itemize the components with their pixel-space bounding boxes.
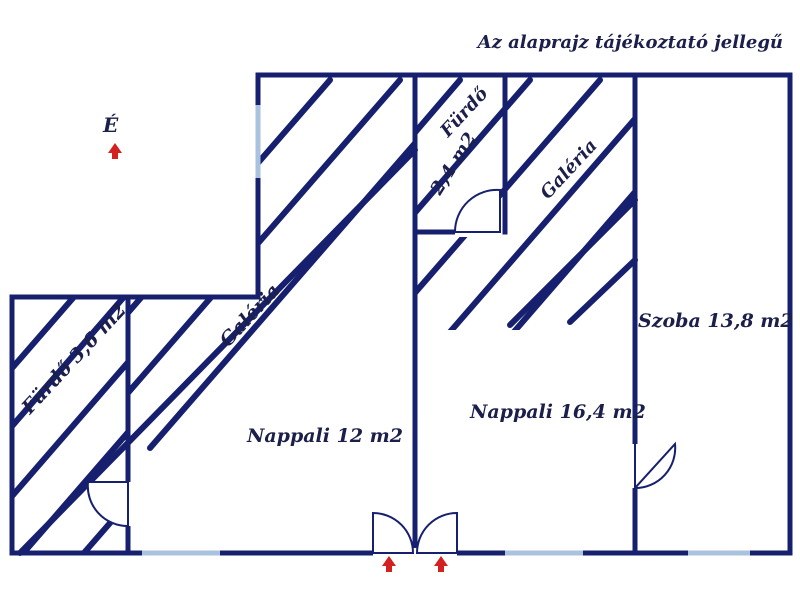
north-arrow-icon — [108, 143, 122, 159]
room-label-living-left: Nappali 12 m2 — [246, 425, 403, 447]
room-label-bathroom-left: Fürdő 3,6 m2 — [17, 299, 131, 419]
doors — [86, 188, 677, 558]
room-label-living-right: Nappali 16,4 m2 — [469, 401, 646, 423]
entrance-arrow-icon — [382, 556, 396, 572]
gallery-edge-right-1 — [507, 197, 638, 328]
room-label-room: Szoba 13,8 m2 — [638, 310, 794, 332]
gallery-edge-right-2 — [567, 257, 638, 325]
disclaimer-note: Az alaprajz tájékoztató jellegű — [476, 32, 783, 53]
windows — [142, 105, 750, 556]
entrance-arrow-icon — [434, 556, 448, 572]
gallery-edge-left — [17, 147, 418, 556]
north-label: É — [102, 113, 119, 137]
room-label-gallery-left: Galéria — [216, 280, 285, 352]
